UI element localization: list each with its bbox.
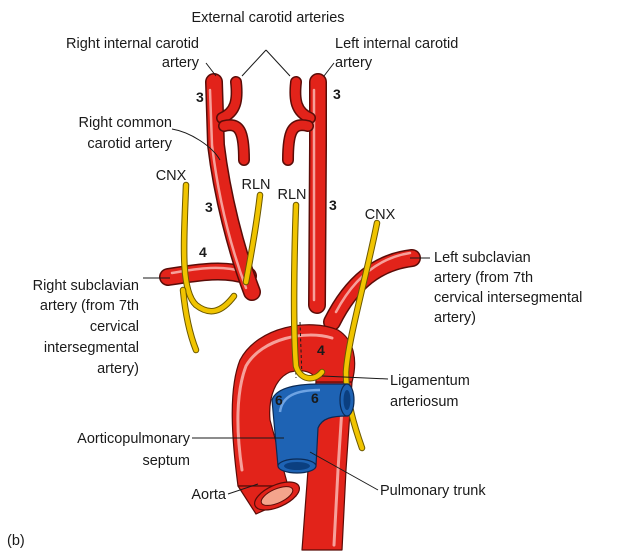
arch-number-right-common: 3 bbox=[205, 199, 213, 215]
label-right-subclavian-line3: cervical bbox=[90, 319, 139, 335]
label-right-internal-carotid: Right internal carotid bbox=[66, 36, 199, 52]
left-subclavian-artery bbox=[332, 253, 412, 322]
label-aorticopulmonary-septum: Aorticopulmonary bbox=[77, 431, 191, 447]
label-right-subclavian-line4: intersegmental bbox=[44, 340, 139, 356]
label-left-subclavian-line2: artery (from 7th bbox=[434, 270, 533, 286]
label-left-internal-carotid: Left internal carotid bbox=[335, 36, 458, 52]
label-ligamentum-arteriosum-line2: arteriosum bbox=[390, 394, 459, 410]
label-right-common-carotid-line2: carotid artery bbox=[87, 136, 172, 152]
label-left-subclavian: Left subclavian bbox=[434, 250, 531, 266]
panel-label: (b) bbox=[7, 533, 25, 549]
arch-number-right-pulmonary: 6 bbox=[275, 392, 283, 408]
label-ligamentum-arteriosum: Ligamentum bbox=[390, 373, 470, 389]
label-left-subclavian-line3: cervical intersegmental bbox=[434, 290, 582, 306]
label-right-common-carotid: Right common bbox=[79, 115, 172, 131]
arch-number-right-subclavian: 4 bbox=[199, 244, 207, 260]
label-external-carotid-arteries: External carotid arteries bbox=[191, 10, 344, 26]
arch-number-aortic-arch: 4 bbox=[317, 342, 325, 358]
arch-number-left-pulmonary: 6 bbox=[311, 390, 319, 406]
label-cnx-left: CNX bbox=[365, 207, 396, 223]
label-pulmonary-trunk: Pulmonary trunk bbox=[380, 483, 486, 499]
arch-number-right-internal: 3 bbox=[196, 89, 204, 105]
arch-number-left-common: 3 bbox=[329, 197, 337, 213]
label-left-internal-carotid-line2: artery bbox=[335, 55, 373, 71]
label-rln-left: RLN bbox=[277, 187, 306, 203]
label-cnx-right: CNX bbox=[156, 168, 187, 184]
label-right-subclavian-line2: artery (from 7th bbox=[40, 298, 139, 314]
label-rln-right: RLN bbox=[241, 177, 270, 193]
label-left-subclavian-line4: artery) bbox=[434, 310, 476, 326]
label-right-subclavian: Right subclavian bbox=[33, 278, 139, 294]
arch-number-left-internal: 3 bbox=[333, 86, 341, 102]
label-aorticopulmonary-septum-line2: septum bbox=[142, 453, 190, 469]
label-aorta: Aorta bbox=[191, 487, 227, 503]
label-right-subclavian-line5: artery) bbox=[97, 361, 139, 377]
label-right-internal-carotid-line2: artery bbox=[162, 55, 200, 71]
